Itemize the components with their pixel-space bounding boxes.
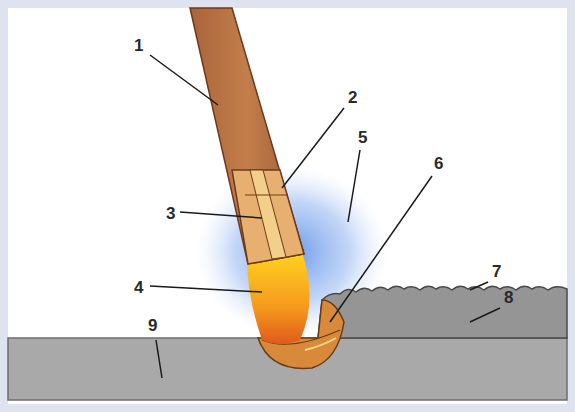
callout-number: 1	[132, 36, 145, 55]
callout-number: 9	[146, 316, 159, 335]
electric-arc	[247, 252, 310, 344]
callout-number: 4	[132, 278, 145, 297]
electrode-coating	[190, 8, 304, 264]
callout-number: 3	[164, 204, 177, 223]
weld-bead	[318, 286, 567, 338]
callout-number: 8	[502, 288, 515, 307]
callout-number: 5	[356, 128, 369, 147]
callout-number: 6	[432, 154, 445, 173]
callout-number: 7	[490, 262, 503, 281]
core-wire	[250, 170, 286, 259]
callout-number: 2	[346, 88, 359, 107]
